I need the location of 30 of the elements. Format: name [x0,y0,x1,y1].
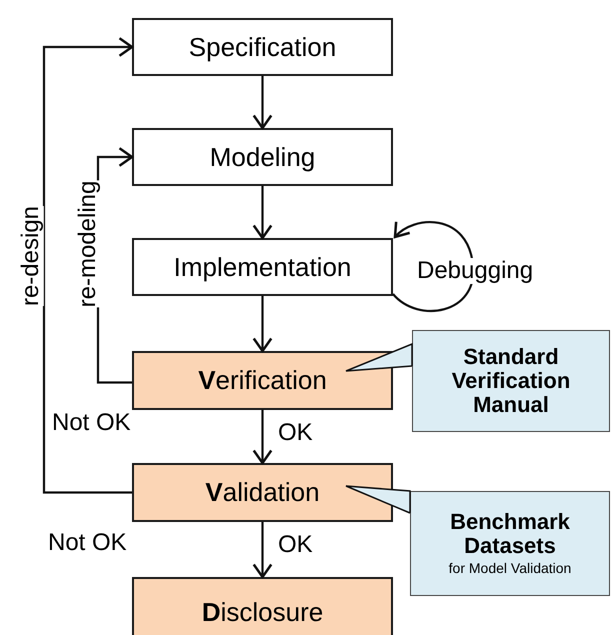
edge-label: re-modeling [74,180,102,308]
branch-label: Not OK [52,410,131,436]
box-label: Disclosure [202,598,324,626]
arrow [42,37,134,494]
callout-box [412,330,610,432]
box-label: Specification [188,32,336,62]
callout-title: Benchmark Datasets [449,510,571,559]
callout-pointer [345,342,413,372]
arrow [252,410,272,464]
callout-title: Standard Verification Manual [450,344,572,418]
arrow [252,296,272,352]
callout-subtitle: for Model Validation [448,558,572,577]
box-label: Implementation [174,252,352,282]
stage-box [132,577,393,635]
arrow [252,522,272,578]
edge-label: re-design [18,206,44,306]
process-box [132,128,393,186]
stage-box [132,351,393,410]
box-label: Verification [198,366,327,395]
arrow [252,186,272,240]
arrow [392,220,474,312]
branch-label: Not OK [48,530,127,556]
process-box [132,18,393,76]
arrow [252,76,272,130]
box-label: Validation [205,478,320,507]
callout-box [410,491,610,596]
stage-box [132,463,393,522]
edge-label: Debugging [417,258,534,284]
box-label: Modeling [210,142,316,172]
process-box [132,238,393,296]
